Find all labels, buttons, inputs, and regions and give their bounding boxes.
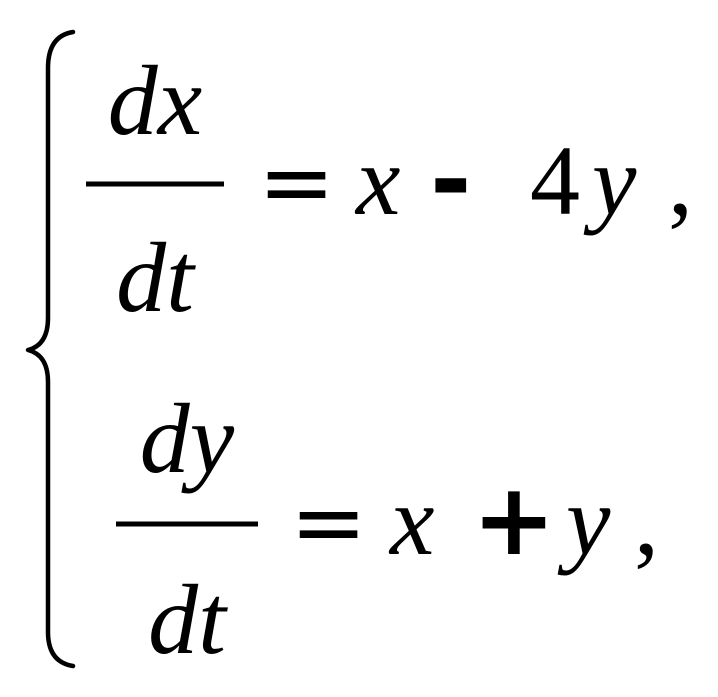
eq2-comma: , — [634, 465, 659, 576]
equation-2: dy dt = x + y , — [116, 383, 659, 675]
eq1-term-y: y — [583, 125, 637, 236]
eq2-equals-sign: = — [290, 469, 367, 576]
eq1-numerator: dx — [108, 45, 202, 156]
eq1-minus-sign: - — [430, 121, 472, 238]
eq2-denominator: dt — [148, 564, 228, 675]
eq2-plus-sign: + — [472, 461, 556, 578]
eq1-denominator: dt — [116, 222, 196, 333]
eq2-term-y: y — [557, 465, 611, 576]
eq2-numerator: dy — [140, 383, 235, 494]
eq1-coefficient: 4 — [530, 125, 580, 236]
eq1-term-x: x — [354, 125, 400, 236]
left-brace — [25, 29, 76, 669]
eq2-term-x: x — [388, 465, 434, 576]
equation-1: dx dt = x - 4 y , — [86, 45, 693, 333]
eq1-equals-sign: = — [258, 129, 335, 236]
eq1-comma: , — [668, 125, 693, 236]
